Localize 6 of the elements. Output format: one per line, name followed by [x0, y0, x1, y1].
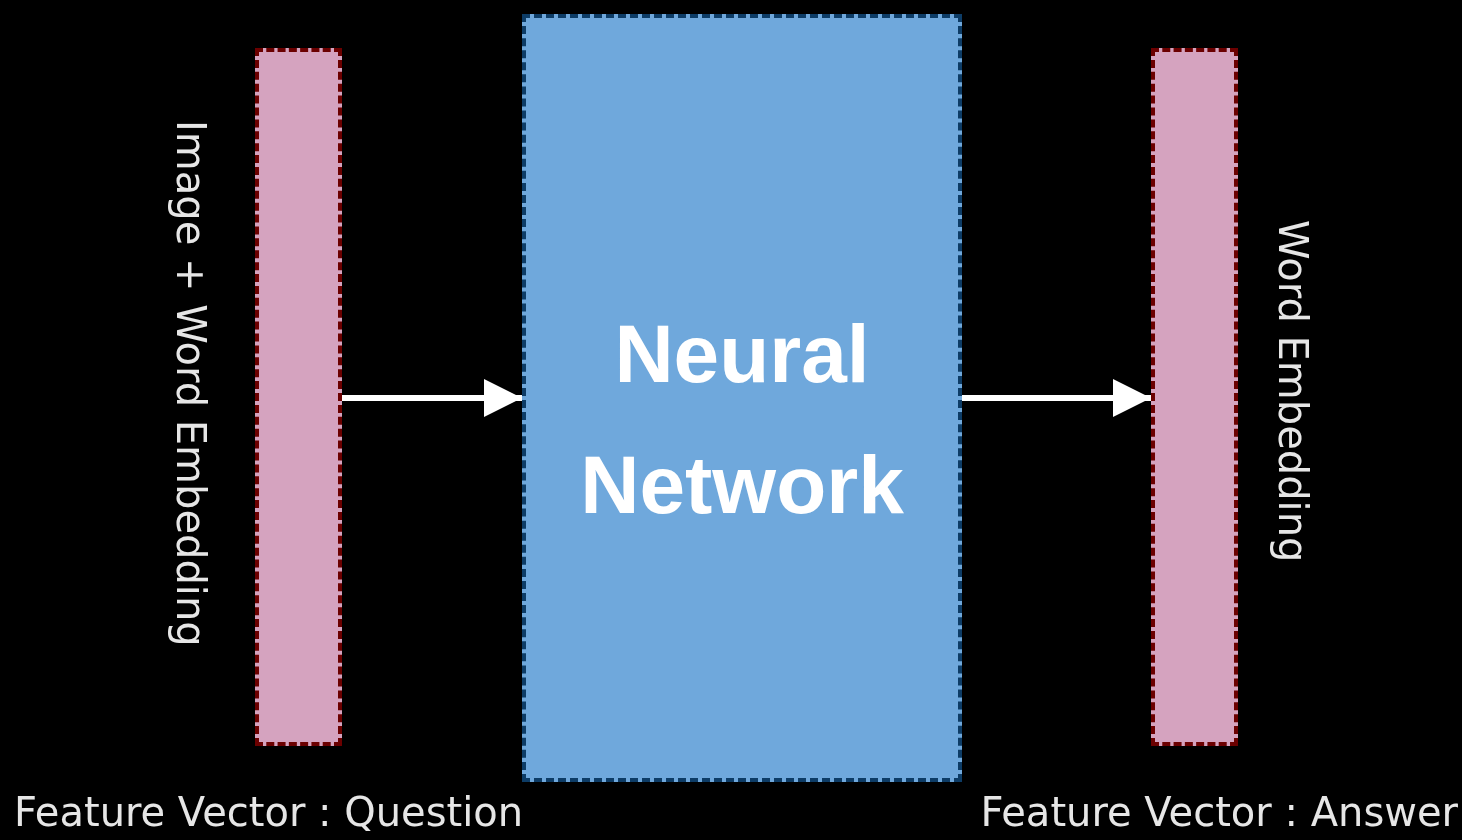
process-box [522, 14, 962, 782]
arrow [962, 379, 1151, 417]
arrow [342, 379, 522, 417]
box-title: Neural Network [579, 307, 905, 533]
feature-vector-label: Feature Vector : Answer [980, 792, 1458, 832]
feature-vector-label: Feature Vector : Question [14, 792, 524, 832]
